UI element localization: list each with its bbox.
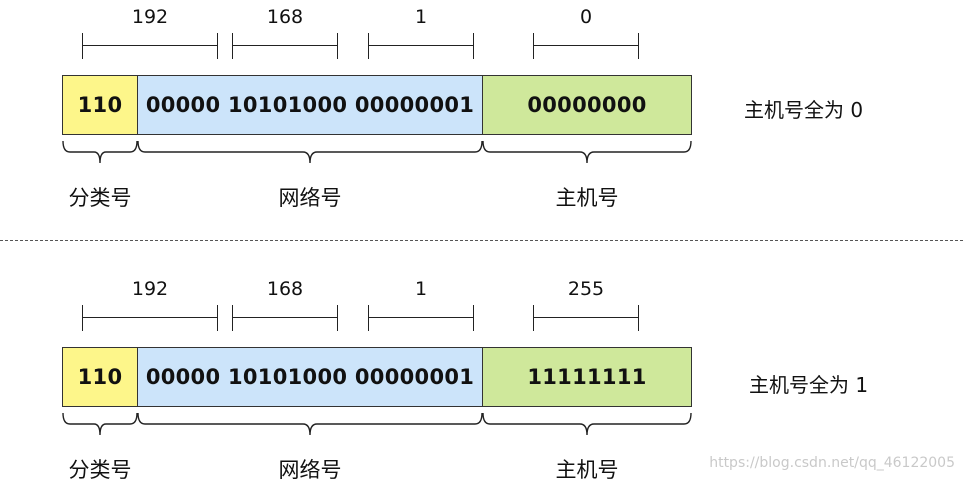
host-label: 主机号 — [555, 458, 619, 482]
host-brace — [482, 140, 692, 164]
octet-dimension-line-4 — [533, 33, 639, 59]
octet-label-3: 1 — [414, 6, 428, 28]
panel-caption: 主机号全为 0 — [744, 98, 864, 122]
host-bits-field: 00000000 — [482, 75, 692, 135]
host-bits-field: 11111111 — [482, 347, 692, 407]
class-label: 分类号 — [68, 186, 132, 210]
octet-dimension-line-2 — [232, 33, 338, 59]
octet-label-1: 192 — [131, 6, 169, 28]
class-label: 分类号 — [68, 458, 132, 482]
class-bits-field: 110 — [62, 75, 138, 135]
dashed-divider — [0, 240, 963, 241]
class-bits-field: 110 — [62, 347, 138, 407]
network-bits-field: 00000 10101000 00000001 — [137, 347, 483, 407]
network-brace — [137, 412, 483, 436]
octet-dimension-line-3 — [368, 33, 474, 59]
octet-label-4: 255 — [567, 278, 605, 300]
octet-label-1: 192 — [131, 278, 169, 300]
class-brace — [62, 412, 138, 436]
network-label: 网络号 — [278, 458, 342, 482]
host-label: 主机号 — [555, 186, 619, 210]
panel-caption: 主机号全为 1 — [749, 373, 869, 397]
octet-label-4: 0 — [579, 6, 593, 28]
network-bits-field: 00000 10101000 00000001 — [137, 75, 483, 135]
octet-dimension-line-3 — [368, 305, 474, 331]
host-brace — [482, 412, 692, 436]
panel-host-all-one: 192 168 1 255 110 00000 10101000 0000000… — [0, 272, 963, 485]
octet-dimension-line-4 — [533, 305, 639, 331]
octet-label-3: 1 — [414, 278, 428, 300]
octet-dimension-line-1 — [82, 305, 218, 331]
octet-dimension-line-2 — [232, 305, 338, 331]
network-brace — [137, 140, 483, 164]
octet-label-2: 168 — [266, 6, 304, 28]
watermark-url: https://blog.csdn.net/qq_46122005 — [709, 455, 955, 471]
network-label: 网络号 — [278, 186, 342, 210]
octet-dimension-line-1 — [82, 33, 218, 59]
class-brace — [62, 140, 138, 164]
octet-label-2: 168 — [266, 278, 304, 300]
panel-host-all-zero: 192 168 1 0 110 00000 10101000 00000001 … — [0, 0, 963, 240]
